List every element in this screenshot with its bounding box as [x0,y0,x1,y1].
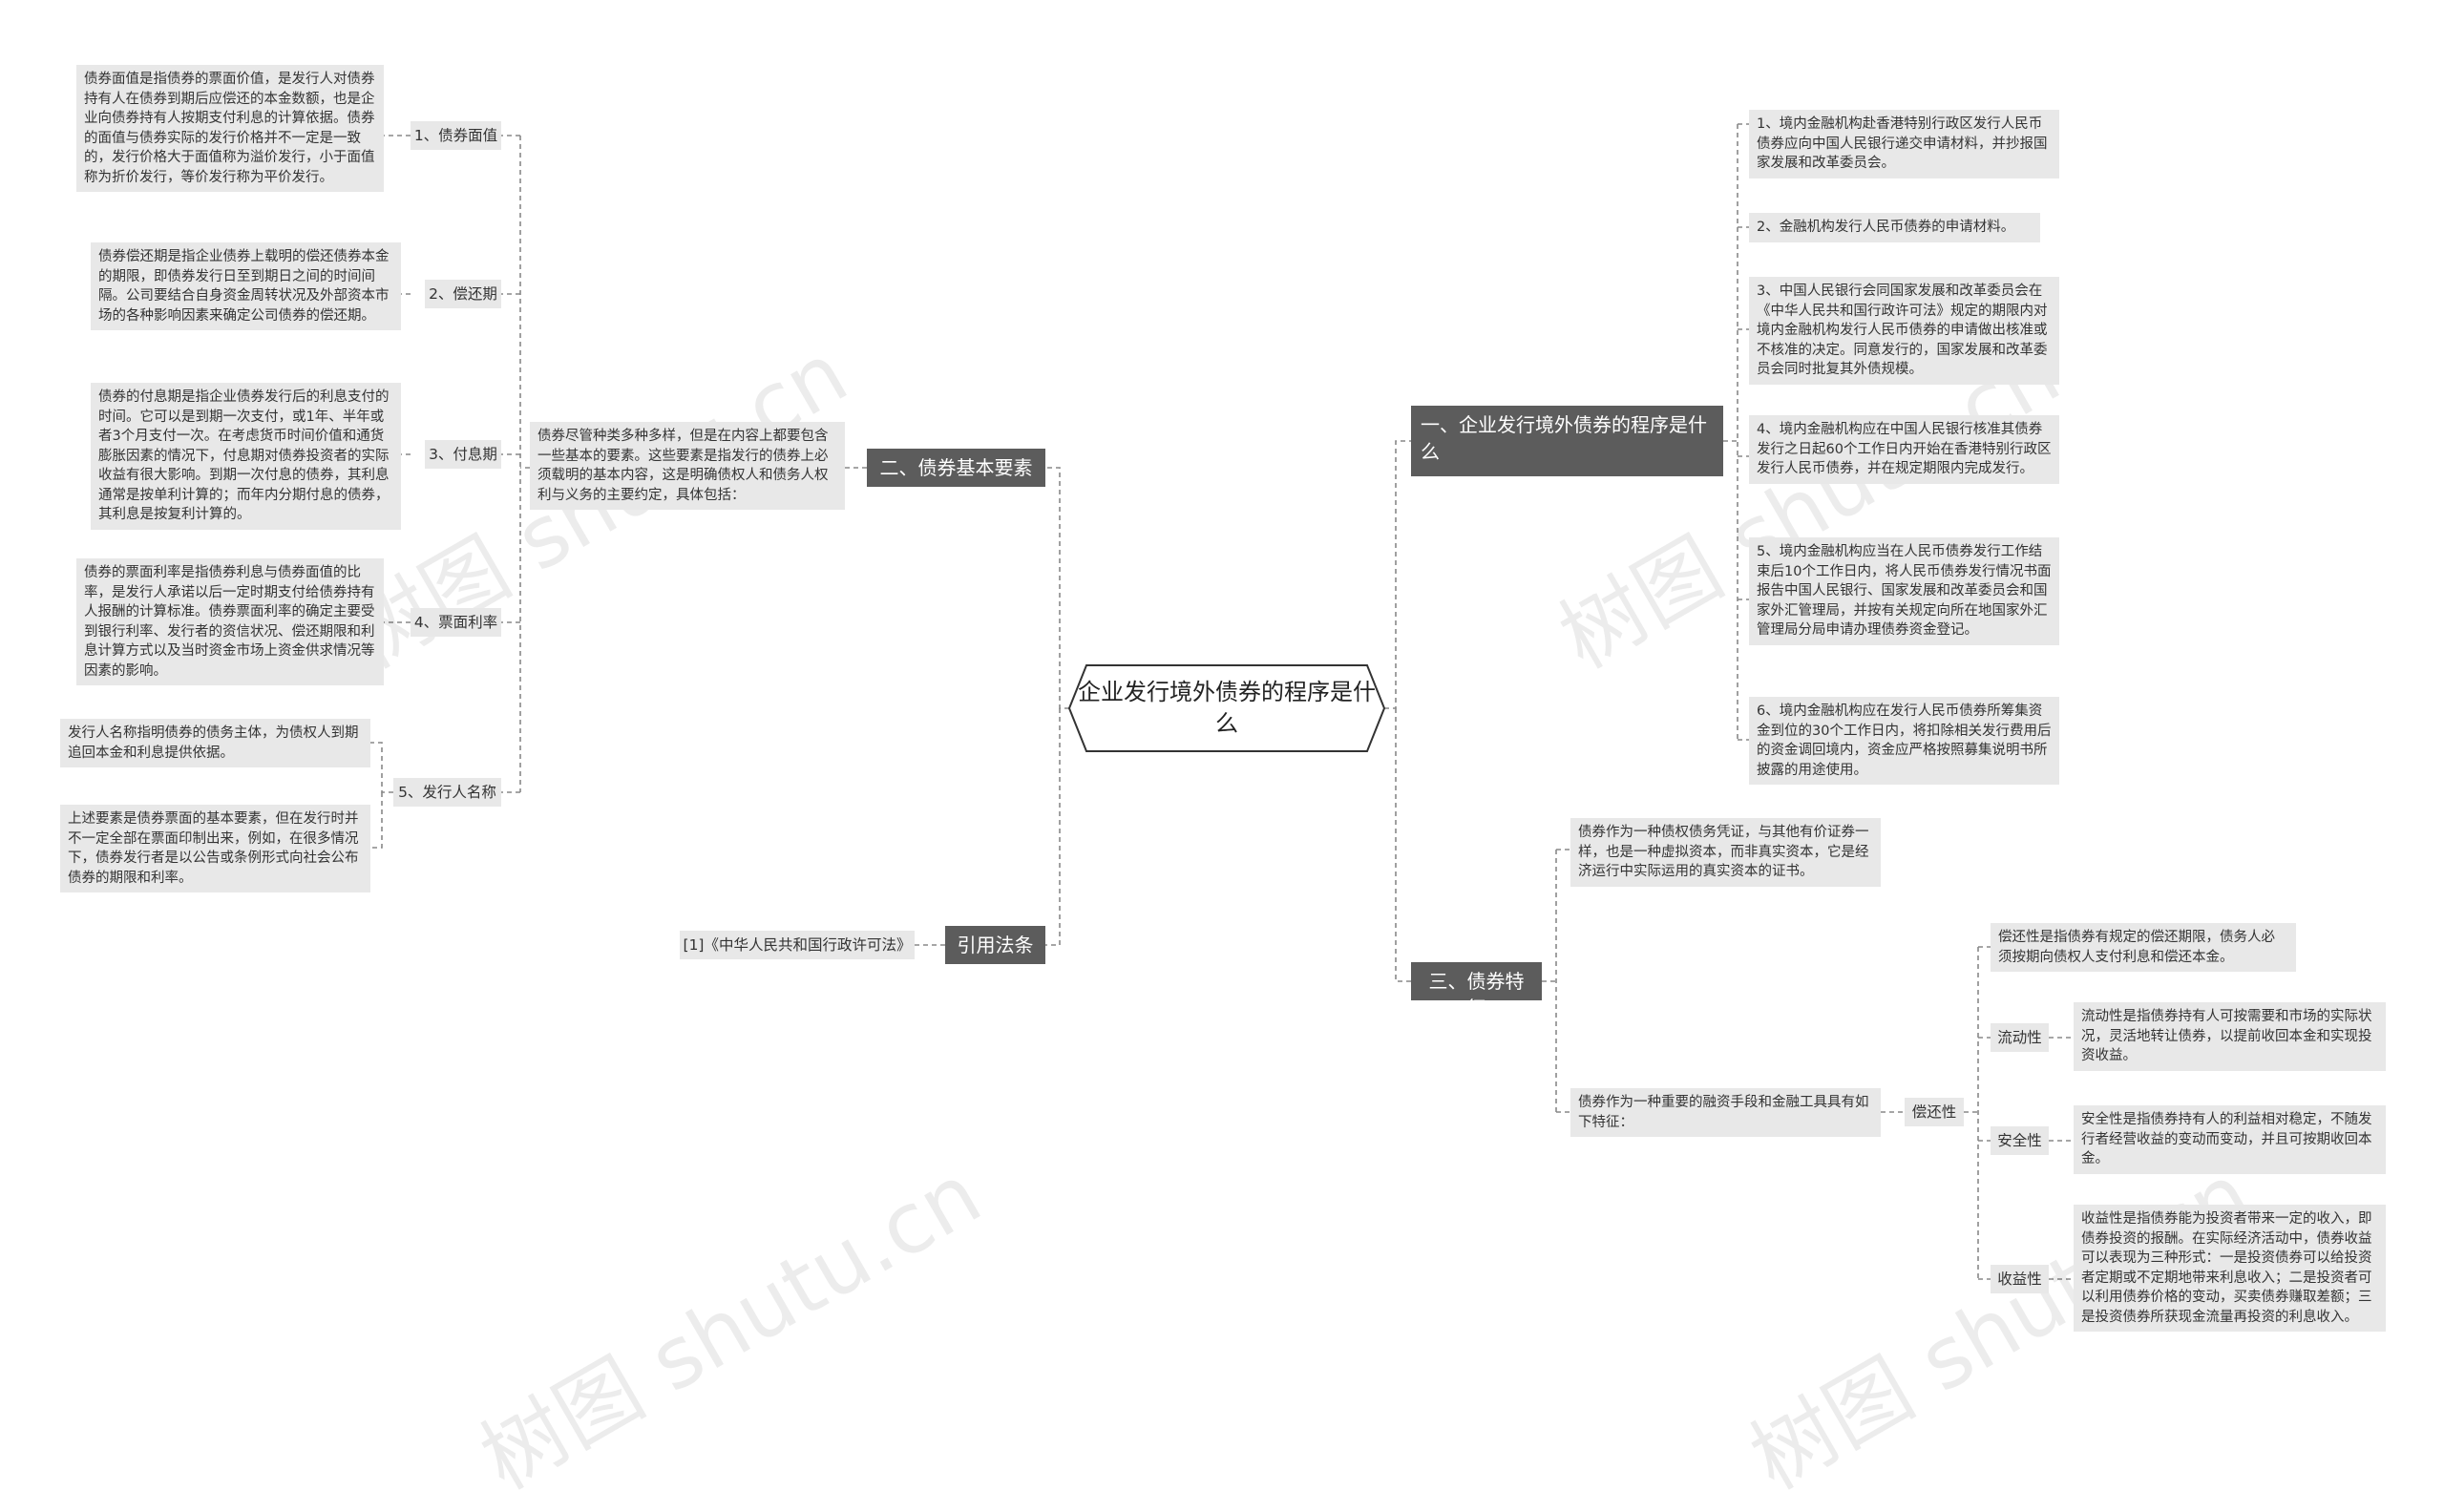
root-hexagon [1067,664,1386,752]
branch-elements-title[interactable]: 二、债券基本要素 [867,449,1045,487]
branch-features-title[interactable]: 三、债券特征 [1411,962,1542,1019]
element-desc-face-value[interactable]: 债券面值是指债券的票面价值，是发行人对债券持有人在债券到期后应偿还的本金数额，也… [76,65,384,192]
feature-label-profitability[interactable]: 收益性 [1991,1265,2049,1293]
feature-desc-profitability[interactable]: 收益性是指债券能为投资者带来一定的收入，即债券投资的报酬。在实际经济活动中，债券… [2074,1205,2386,1332]
law-citation[interactable]: [1]《中华人民共和国行政许可法》 [680,931,915,959]
element-desc-maturity[interactable]: 债券偿还期是指企业债券上载明的偿还债券本金的期限，即债券发行日至到期日之间的时间… [91,242,401,330]
feature-label-liquidity[interactable]: 流动性 [1991,1023,2049,1052]
element-label-interest-period[interactable]: 3、付息期 [425,440,501,469]
procedure-step-4[interactable]: 4、境内金融机构应在中国人民银行核准其债券发行之日起60个工作日内开始在香港特别… [1749,415,2059,484]
elements-intro[interactable]: 债券尽管种类多种多样，但是在内容上都要包含一些基本的要素。这些要素是指发行的债券… [530,422,845,510]
element-desc-interest-period[interactable]: 债券的付息期是指企业债券发行后的利息支付的时间。它可以是到期一次支付，或1年、半… [91,383,401,530]
connector-lines [370,123,2074,1280]
feature-intro-characteristics[interactable]: 债券作为一种重要的融资手段和金融工具具有如下特征： [1570,1088,1881,1137]
element-label-face-value[interactable]: 1、债券面值 [411,121,501,150]
procedure-step-3[interactable]: 3、中国人民银行会同国家发展和改革委员会在《中华人民共和国行政许可法》规定的期限… [1749,277,2059,385]
element-label-maturity[interactable]: 2、偿还期 [425,280,501,308]
branch-procedure-title[interactable]: 一、企业发行境外债券的程序是什么 [1411,406,1723,476]
root-topic[interactable]: 企业发行境外债券的程序是什么 [1078,679,1376,737]
element-desc-issuer-name-2[interactable]: 上述要素是债券票面的基本要素，但在发行时并不一定全部在票面印制出来，例如，在很多… [60,805,370,892]
element-desc-coupon-rate[interactable]: 债券的票面利率是指债券利息与债券面值的比率，是发行人承诺以后一定时期支付给债券持… [76,558,384,685]
procedure-step-6[interactable]: 6、境内金融机构应在发行人民币债券所筹集资金到位的30个工作日内，将扣除相关发行… [1749,697,2059,785]
feature-desc-repayment[interactable]: 偿还性是指债券有规定的偿还期限，债务人必须按期向债权人支付利息和偿还本金。 [1991,923,2296,972]
procedure-step-1[interactable]: 1、境内金融机构赴香港特别行政区发行人民币债券应向中国人民银行递交申请材料，并抄… [1749,110,2059,178]
element-label-coupon-rate[interactable]: 4、票面利率 [411,608,501,637]
procedure-step-2[interactable]: 2、金融机构发行人民币债券的申请材料。 [1749,213,2040,242]
element-label-issuer-name[interactable]: 5、发行人名称 [393,778,501,807]
branch-law-title[interactable]: 引用法条 [945,926,1045,964]
feature-desc-liquidity[interactable]: 流动性是指债券持有人可按需要和市场的实际状况，灵活地转让债券，以提前收回本金和实… [2074,1002,2386,1071]
feature-desc-safety[interactable]: 安全性是指债券持有人的利益相对稳定，不随发行者经营收益的变动而变动，并且可按期收… [2074,1105,2386,1174]
feature-hub-repayment[interactable]: 偿还性 [1905,1098,1964,1126]
feature-label-safety[interactable]: 安全性 [1991,1126,2049,1155]
element-desc-issuer-name-1[interactable]: 发行人名称指明债券的债务主体，为债权人到期追回本金和利息提供依据。 [60,719,370,767]
procedure-step-5[interactable]: 5、境内金融机构应当在人民币债券发行工作结束后10个工作日内，将人民币债券发行情… [1749,537,2059,645]
feature-intro-virtual-capital[interactable]: 债券作为一种债权债务凭证，与其他有价证券一样，也是一种虚拟资本，而非真实资本，它… [1570,818,1881,887]
